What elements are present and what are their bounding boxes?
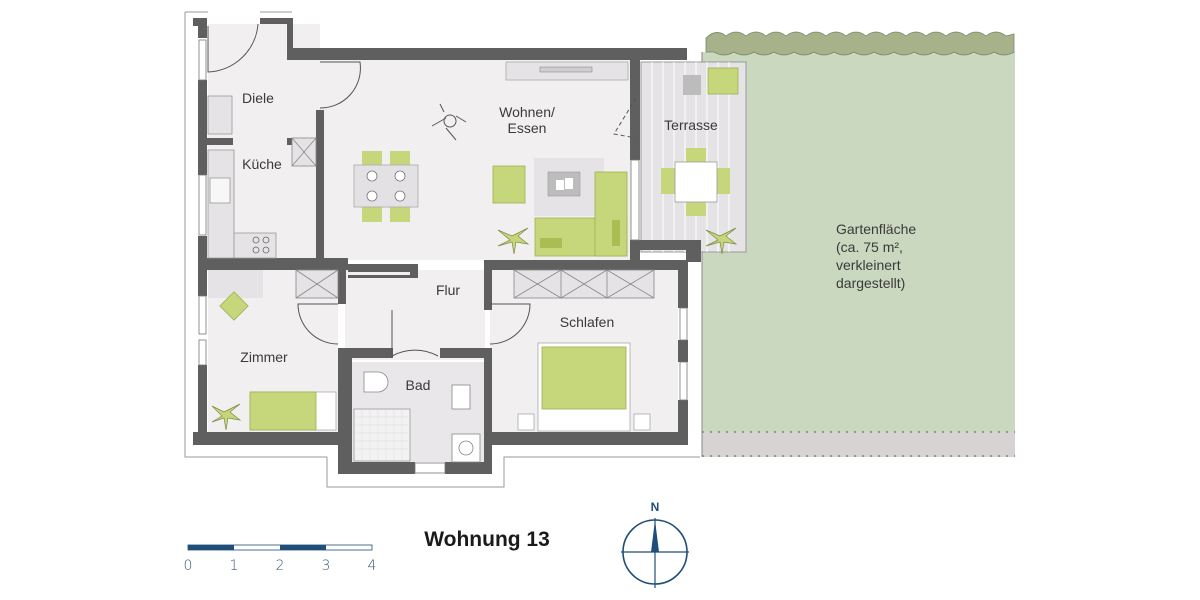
scale-tick-0: 0 (184, 558, 193, 574)
person-icon (431, 103, 467, 141)
washing-machine (451, 433, 481, 463)
sink (451, 384, 471, 410)
building-outline (184, 11, 700, 488)
label-terrasse: Terrasse (664, 117, 718, 133)
label-schlafen: Schlafen (560, 314, 614, 330)
scale-segment-3 (280, 545, 326, 550)
garden-path (702, 432, 1015, 457)
scale-tick-1: 1 (230, 558, 239, 574)
stove-icon (252, 236, 270, 254)
doors (207, 23, 637, 357)
label-bad: Bad (406, 377, 431, 393)
toilet (363, 371, 389, 393)
bath-fixtures (352, 362, 484, 463)
label-diele: Diele (242, 90, 274, 106)
kitchen-fixtures (207, 95, 317, 259)
dining-table (353, 151, 419, 222)
hedge (705, 31, 1015, 56)
bed-single (249, 391, 317, 431)
bed-double (541, 346, 627, 410)
terrace-furniture (661, 67, 739, 216)
garden-label-line3: verkleinert (836, 257, 901, 273)
label-zimmer: Zimmer (240, 349, 288, 365)
windows (198, 39, 688, 474)
schlafen-furniture (513, 269, 655, 432)
scale-tick-2: 2 (276, 558, 285, 574)
living-furniture (353, 61, 629, 257)
label-flur: Flur (436, 282, 460, 298)
compass-north-label: N (651, 500, 660, 514)
zimmer-furniture (208, 269, 339, 431)
garden-label-line2: (ca. 75 m², (836, 239, 903, 255)
label-kueche: Küche (242, 156, 282, 172)
shower (353, 408, 411, 462)
scale-tick-4: 4 (368, 558, 377, 574)
garden-label-line1: Gartenfläche (836, 221, 916, 237)
scale-segment-1 (188, 545, 234, 550)
compass-icon: N (621, 500, 689, 588)
scale-bar: 0 1 2 3 4 (184, 544, 377, 574)
scale-tick-3: 3 (322, 558, 331, 574)
garden-label: Gartenfläche (ca. 75 m², verkleinert dar… (836, 221, 916, 291)
plant-icons (211, 227, 738, 431)
armchair (492, 165, 526, 204)
label-essen: Essen (508, 120, 547, 136)
label-wohnen: Wohnen/ (499, 104, 555, 120)
room-labels: Diele Küche Wohnen/ Essen Terrasse Flur … (240, 90, 718, 393)
garden-area (701, 52, 1015, 457)
apartment-title: Wohnung 13 (424, 528, 550, 551)
fridge-cabinet (291, 137, 317, 167)
garden-label-line4: dargestellt) (836, 275, 905, 291)
